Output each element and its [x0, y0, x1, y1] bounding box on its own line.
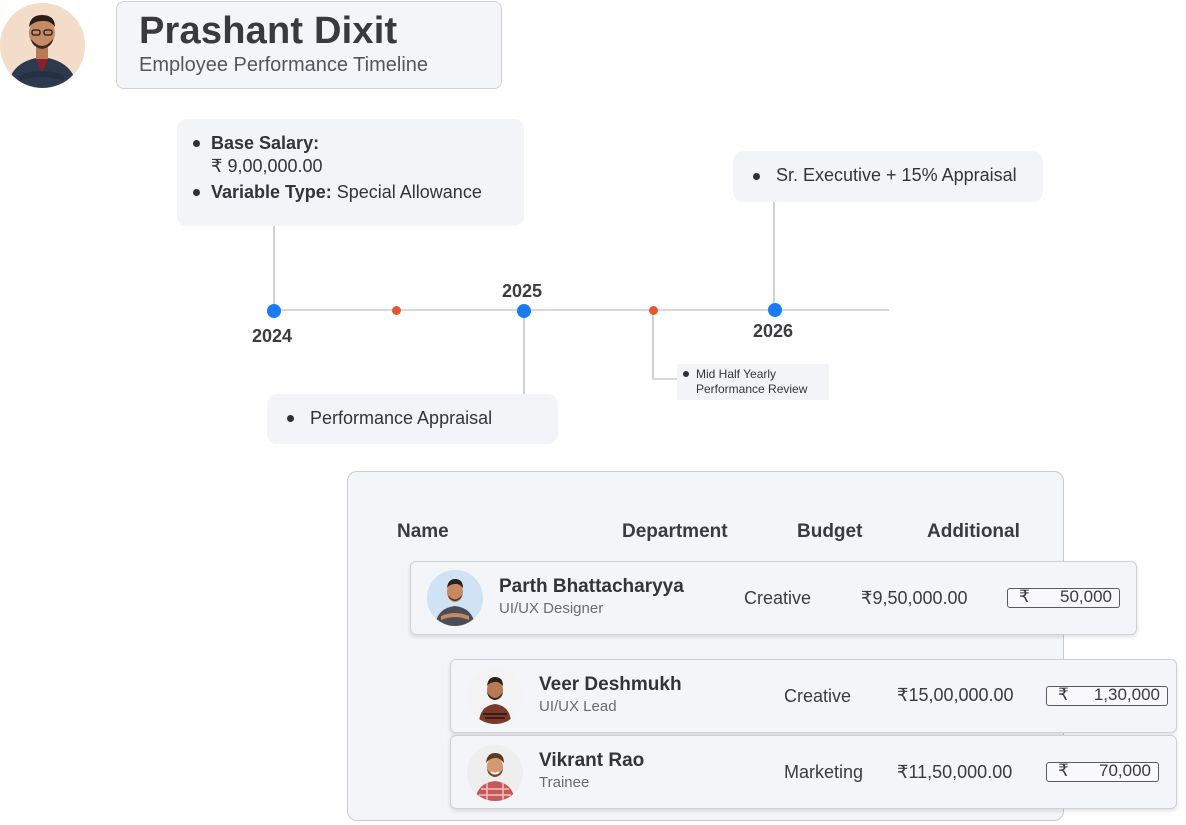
year-label-2024: 2024: [252, 326, 293, 346]
page-subtitle: Employee Performance Timeline: [139, 54, 429, 76]
midyear-line1: Mid Half Yearly: [696, 367, 777, 381]
employee-name: Parth Bhattacharyya: [499, 576, 684, 597]
milestone-dot-2024[interactable]: [267, 304, 281, 318]
timeline-card-midyear: Mid Half Yearly Performance Review: [677, 364, 829, 400]
avatar: [467, 668, 523, 724]
rupee-icon: ₹: [1058, 685, 1069, 704]
timeline-card-2024: Base Salary: ₹ 9,00,000.00 Variable Type…: [177, 119, 524, 226]
variable-value: Special Allowance: [336, 182, 482, 202]
bullet-icon: [193, 189, 200, 196]
person-icon: [0, 3, 85, 88]
title-card: Prashant Dixit Employee Performance Time…: [116, 1, 502, 89]
table-row[interactable]: Parth Bhattacharyya UI/UX Designer Creat…: [410, 561, 1137, 635]
additional-value: 70,000: [1099, 761, 1151, 780]
budget-cell: ₹15,00,000.00: [897, 685, 1014, 705]
salary-label: Base Salary:: [211, 133, 320, 153]
timeline-card-2026: Sr. Executive + 15% Appraisal: [733, 151, 1043, 202]
profile-avatar: [0, 3, 85, 88]
rupee-icon: ₹: [1058, 761, 1069, 780]
employee-role: UI/UX Lead: [539, 698, 617, 715]
header-department: Department: [622, 521, 728, 542]
budget-cell: ₹11,50,000.00: [897, 762, 1013, 782]
header-name: Name: [397, 521, 449, 542]
connector-2026: [773, 202, 775, 310]
department-cell: Marketing: [784, 762, 864, 782]
employee-name: Prashant Dixit: [139, 10, 398, 52]
year-label-2026: 2026: [753, 321, 794, 341]
appraisal-text: Performance Appraisal: [310, 408, 493, 428]
additional-value: 1,30,000: [1093, 685, 1160, 704]
connector-midyear-h: [652, 378, 678, 380]
person-icon: [467, 668, 523, 724]
employee-role: Trainee: [539, 774, 590, 791]
header-additional: Additional: [927, 521, 1020, 542]
additional-amount-field[interactable]: ₹ 70,000: [1046, 761, 1159, 782]
header-budget: Budget: [797, 521, 863, 542]
midyear-line2: Performance Review: [696, 382, 808, 396]
rupee-icon: ₹: [1019, 587, 1030, 606]
salary-value: ₹ 9,00,000.00: [211, 156, 323, 176]
additional-amount-field[interactable]: ₹ 50,000: [1007, 587, 1120, 608]
timeline-card-2025: Performance Appraisal: [267, 394, 558, 444]
promotion-text: Sr. Executive + 15% Appraisal: [776, 165, 1017, 185]
timeline-axis: [274, 309, 889, 311]
table-row[interactable]: Veer Deshmukh UI/UX Lead Creative ₹15,00…: [450, 659, 1177, 733]
department-cell: Creative: [784, 686, 852, 706]
bullet-icon: [753, 173, 760, 180]
bullet-icon: [193, 140, 200, 147]
budget-cell: ₹9,50,000.00: [861, 588, 968, 608]
person-icon: [467, 745, 523, 801]
bullet-icon: [287, 415, 294, 422]
connector-2024: [273, 226, 275, 310]
year-label-2025: 2025: [502, 281, 543, 301]
employee-name: Veer Deshmukh: [539, 674, 682, 695]
bullet-icon: [683, 371, 689, 377]
department-cell: Creative: [744, 588, 812, 608]
milestone-dot-2025[interactable]: [517, 304, 531, 318]
employee-name: Vikrant Rao: [539, 750, 645, 771]
avatar: [427, 570, 483, 626]
connector-midyear: [652, 310, 654, 380]
midpoint-dot-midyear[interactable]: [649, 306, 658, 315]
connector-2025: [523, 310, 525, 394]
milestone-dot-2026[interactable]: [768, 303, 782, 317]
additional-amount-field[interactable]: ₹ 1,30,000: [1046, 685, 1168, 706]
employee-role: UI/UX Designer: [499, 600, 604, 617]
variable-label: Variable Type:: [211, 182, 332, 202]
person-icon: [427, 570, 483, 626]
table-row[interactable]: Vikrant Rao Trainee Marketing ₹11,50,000…: [450, 735, 1177, 809]
avatar: [467, 745, 523, 801]
midpoint-dot[interactable]: [392, 306, 401, 315]
additional-value: 50,000: [1060, 587, 1112, 606]
